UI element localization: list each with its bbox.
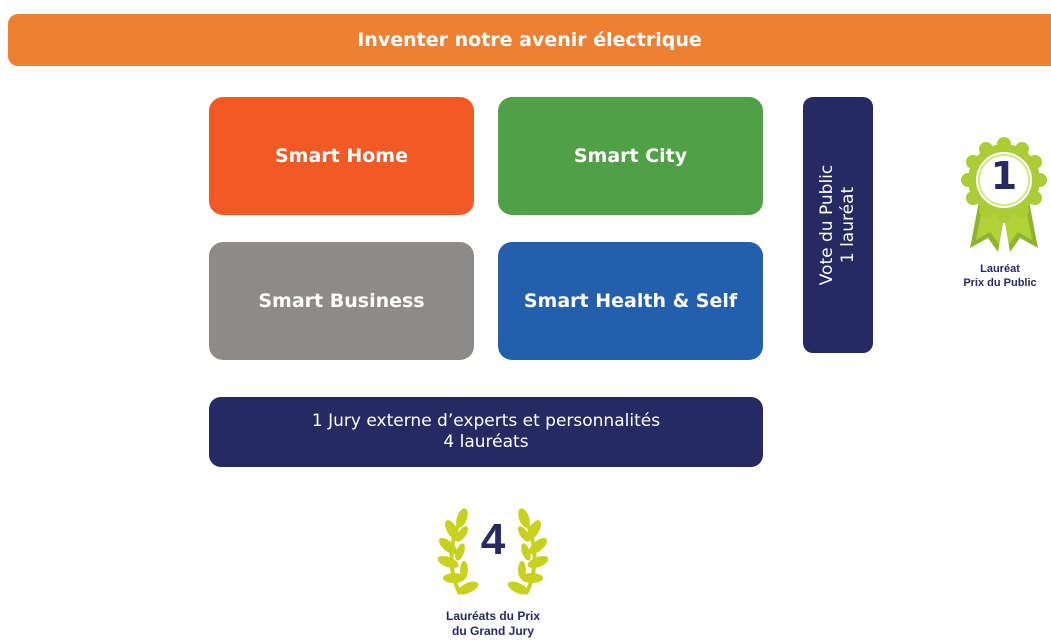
- jury-count: 4 lauréats: [443, 432, 529, 452]
- category-label: Smart Home: [274, 145, 408, 167]
- laurel-wreath-icon: [438, 508, 548, 595]
- category-label: Smart City: [573, 145, 688, 167]
- jury-award-number: 4: [480, 515, 506, 564]
- banner-title: Inventer notre avenir électrique: [8, 14, 1051, 66]
- public-vote-title: Vote du Public: [817, 164, 837, 286]
- category-smart-city: Smart City: [498, 97, 763, 215]
- category-label: Smart Business: [258, 290, 425, 312]
- jury-award-line1: Lauréats du Prix: [445, 609, 541, 623]
- category-label: Smart Health & Self: [523, 290, 738, 312]
- category-smart-business: Smart Business: [209, 242, 474, 360]
- public-award-line1: Lauréat: [980, 263, 1020, 275]
- jury-box: 1 Jury externe d’experts et personnalité…: [209, 397, 763, 467]
- public-vote-box: Vote du Public 1 lauréat: [803, 97, 873, 353]
- jury-title: 1 Jury externe d’experts et personnalité…: [311, 411, 661, 431]
- category-smart-health: Smart Health & Self: [498, 242, 763, 360]
- public-award-line2: Prix du Public: [963, 277, 1037, 289]
- public-vote-count: 1 lauréat: [838, 186, 858, 264]
- rosette-icon: [961, 137, 1047, 252]
- public-award-label: Lauréat Prix du Public: [935, 262, 1051, 290]
- category-smart-home: Smart Home: [209, 97, 474, 215]
- jury-award-label: Lauréats du Prix du Grand Jury: [418, 609, 568, 639]
- jury-award-line2: du Grand Jury: [451, 624, 534, 638]
